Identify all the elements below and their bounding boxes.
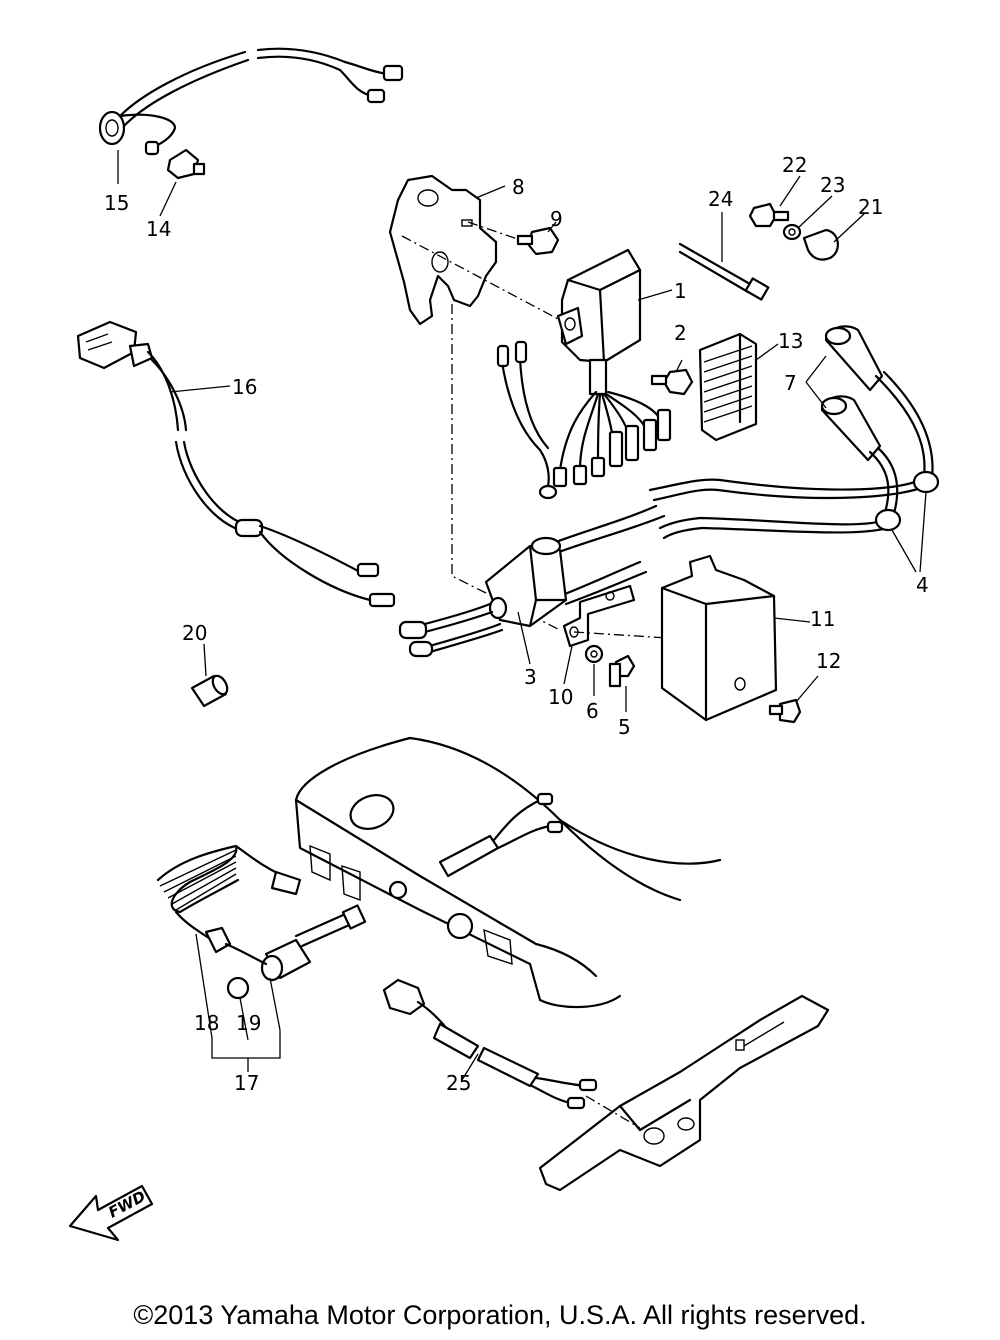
label-9: 9: [550, 207, 563, 231]
part-15-wire-lead: [98, 47, 404, 156]
part-14-sensor: [166, 148, 206, 180]
part-3-ignition-coil: [398, 504, 666, 665]
part-11-cover: [660, 554, 811, 722]
label-20: 20: [182, 621, 207, 645]
label-21: 21: [858, 195, 883, 219]
label-24: 24: [708, 187, 733, 211]
part-20-sleeve: [190, 643, 229, 708]
part-21-clamp: [802, 213, 865, 261]
label-22: 22: [782, 153, 807, 177]
copyright-notice: ©2013 Yamaha Motor Corporation, U.S.A. A…: [133, 1300, 867, 1330]
label-6: 6: [586, 699, 599, 723]
part-4-ht-leads: [648, 370, 940, 573]
bottom-cowling: [294, 736, 722, 1009]
part-22-screw: [748, 175, 801, 228]
part-7-plug-caps: [805, 325, 884, 462]
part-12-screw: [768, 675, 819, 724]
part-8-bracket: [388, 174, 506, 326]
part-25-sensor-lead: [382, 978, 598, 1110]
part-10-bracket: [562, 584, 636, 685]
label-19: 19: [236, 1011, 261, 1035]
stop-switch-lead: [438, 792, 564, 878]
fwd-arrow-icon: FWD: [68, 1184, 154, 1242]
part-9-bolt: [516, 221, 560, 256]
part-18-lanyard: [156, 844, 302, 966]
label-12: 12: [816, 649, 841, 673]
label-25: 25: [446, 1071, 471, 1095]
label-16: 16: [232, 375, 257, 399]
label-17: 17: [234, 1071, 259, 1095]
label-7: 7: [784, 371, 797, 395]
label-15: 15: [104, 191, 129, 215]
part-17-stop-switch: [260, 904, 367, 982]
label-18: 18: [194, 1011, 219, 1035]
label-11: 11: [810, 607, 835, 631]
cdi-wire-harness: [496, 340, 672, 500]
label-1: 1: [674, 279, 687, 303]
part-19-cap: [226, 976, 250, 1000]
part-13-terminal-block: [698, 332, 779, 442]
label-10: 10: [548, 685, 573, 709]
part-1-cdi-unit: [556, 248, 673, 396]
part-5-screw: [608, 654, 636, 712]
label-8: 8: [512, 175, 525, 199]
lower-mount-bracket: [538, 994, 830, 1192]
label-13: 13: [778, 329, 803, 353]
label-4: 4: [916, 573, 929, 597]
part-23-washer: [782, 195, 833, 241]
part-labels: 15 14 8 9 1 2 24 22 23 21 13 7 16 4 11 2…: [104, 153, 929, 1095]
label-3: 3: [524, 665, 537, 689]
label-23: 23: [820, 173, 845, 197]
part-16-lead: [76, 320, 396, 608]
label-14: 14: [146, 217, 171, 241]
part-2-bolt: [650, 359, 694, 396]
label-5: 5: [618, 715, 631, 739]
part-6-washer: [584, 644, 604, 696]
label-2: 2: [674, 321, 687, 345]
part-24-cable-tie: [678, 212, 770, 301]
